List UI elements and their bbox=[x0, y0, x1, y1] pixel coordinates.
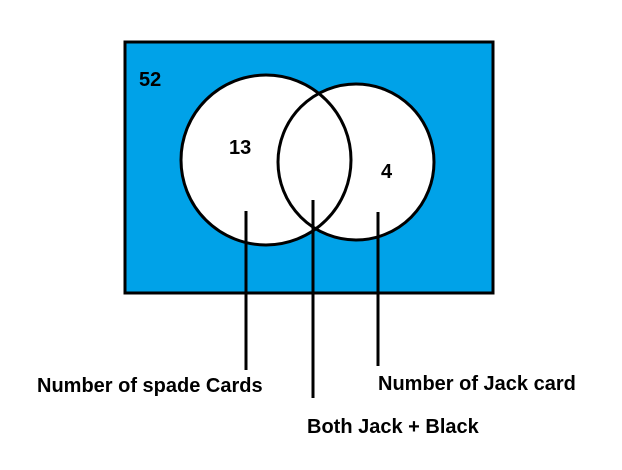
universe-count: 52 bbox=[139, 69, 161, 91]
set-b-label: Number of Jack card bbox=[378, 373, 576, 395]
set-a-count: 13 bbox=[229, 137, 251, 159]
set-b-count: 4 bbox=[381, 161, 393, 183]
set-a-circle bbox=[179, 73, 353, 247]
set-b-circle bbox=[276, 82, 436, 242]
set-a-label: Number of spade Cards bbox=[37, 375, 263, 397]
set-b-circle-fill bbox=[278, 84, 434, 240]
intersection-label: Both Jack + Black bbox=[307, 416, 480, 438]
